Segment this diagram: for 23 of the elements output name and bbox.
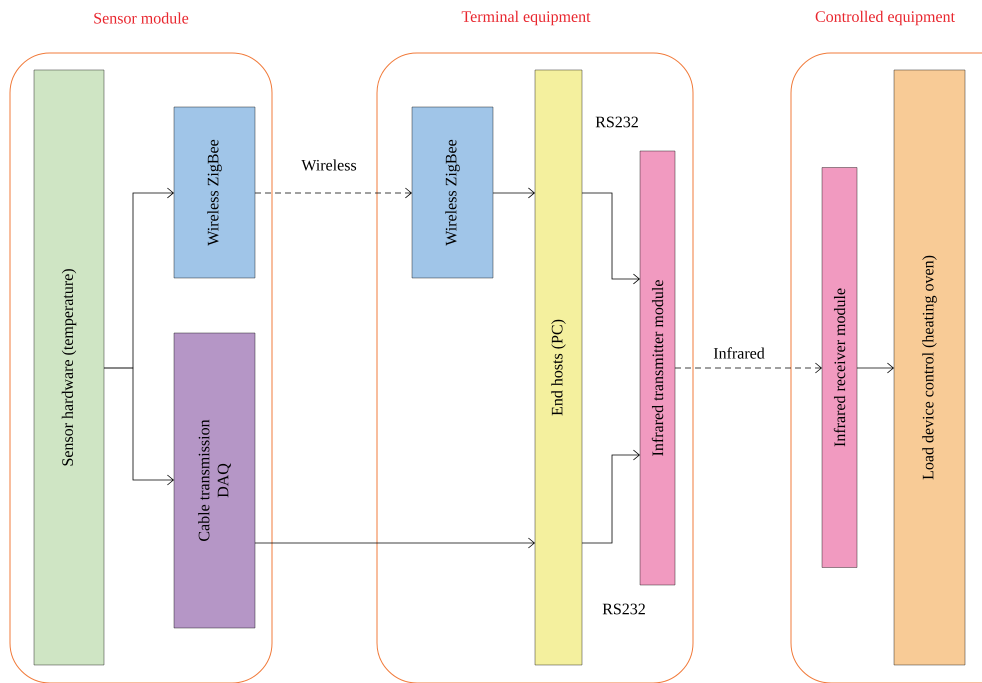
arrow [492, 188, 536, 198]
arrow [254, 538, 535, 548]
arrow [254, 188, 412, 198]
vertical-box: Load device control (heating oven) [894, 70, 966, 666]
vertical-box: End hosts (PC) [534, 70, 582, 666]
edge-label: Infrared [712, 346, 766, 360]
port-label: RS232 [602, 604, 645, 614]
vertical-box: Wireless ZigBee [174, 106, 256, 278]
vertical-box: Infrared receiver module [822, 167, 858, 568]
edge-label: Wireless [300, 158, 358, 172]
port-label: RS232 [596, 116, 638, 128]
group-heading: Controlled equipment [816, 10, 955, 26]
vertical-box: Infrared transmitter module [640, 150, 676, 586]
vertical-box: Sensor hardware (temperature) [34, 70, 104, 666]
group-heading: Terminal equipment [462, 10, 590, 26]
arrow [104, 368, 174, 486]
group-heading: Sensor module [94, 12, 188, 24]
arrow [856, 362, 894, 374]
arrow [582, 450, 640, 544]
vertical-box: Cable transmission DAQ [174, 332, 256, 628]
arrow [674, 362, 822, 374]
arrow [582, 192, 640, 284]
vertical-box: Wireless ZigBee [412, 106, 494, 278]
